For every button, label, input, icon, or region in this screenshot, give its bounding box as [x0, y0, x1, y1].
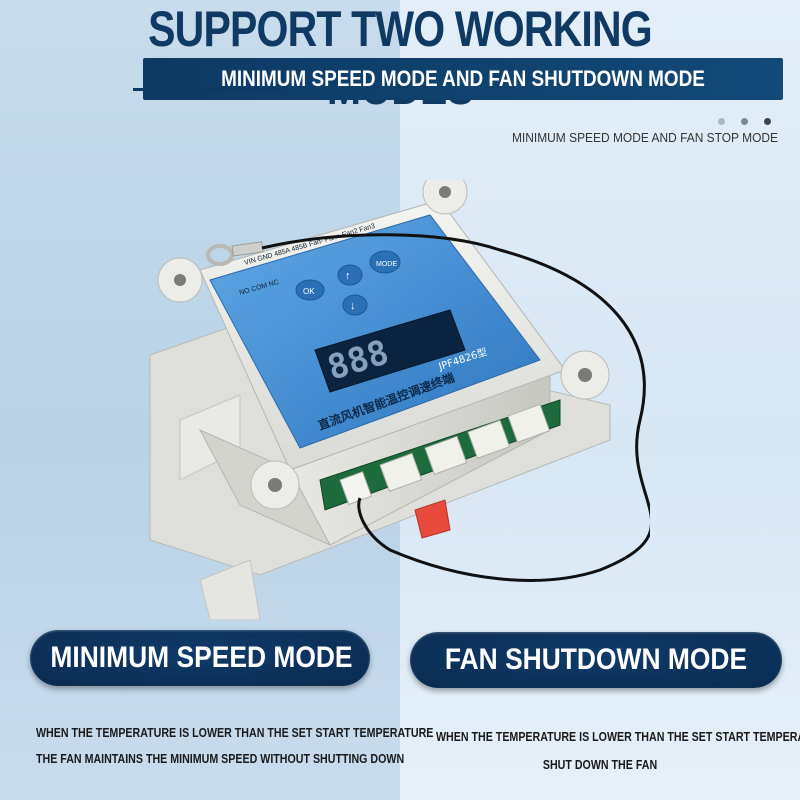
- main-title: SUPPORT TWO WORKING MODES: [148, 1, 653, 115]
- svg-text:↓: ↓: [350, 300, 356, 312]
- minimum-speed-mode-badge: MINIMUM SPEED MODE: [30, 630, 370, 686]
- device-illustration: VIN GND 485A 485B Fan- Fan+ Fan2 Fan3 NO…: [149, 169, 654, 621]
- down-button[interactable]: ↓: [342, 294, 368, 316]
- fan-shutdown-desc-line-2: SHUT DOWN THE FAN: [542, 757, 658, 772]
- connector-3: [467, 419, 511, 459]
- caption-text: MINIMUM SPEED MODE AND FAN STOP MODE: [511, 130, 778, 145]
- subtitle-text: MINIMUM SPEED MODE AND FAN SHUTDOWN MODE: [221, 66, 705, 91]
- din-clip: [414, 499, 451, 539]
- dot-3: [764, 118, 771, 125]
- connector-4: [507, 403, 551, 443]
- fan-shutdown-desc-line-1: WHEN THE TEMPERATURE IS LOWER THAN THE S…: [436, 729, 800, 744]
- minimum-speed-desc-line-1: WHEN THE TEMPERATURE IS LOWER THAN THE S…: [36, 725, 434, 740]
- subtitle-banner: MINIMUM SPEED MODE AND FAN SHUTDOWN MODE: [133, 58, 783, 100]
- minimum-speed-mode-label: MINIMUM SPEED MODE: [50, 641, 353, 674]
- svg-text:OK: OK: [303, 287, 315, 296]
- connector-2: [424, 435, 468, 475]
- dot-1: [718, 118, 725, 125]
- connector-row: [319, 399, 561, 511]
- mode-button[interactable]: MODE: [369, 250, 401, 274]
- minimum-speed-desc-line-2: THE FAN MAINTAINS THE MINIMUM SPEED WITH…: [36, 751, 405, 766]
- ok-button[interactable]: OK: [295, 279, 325, 301]
- fan-shutdown-mode-badge: FAN SHUTDOWN MODE: [410, 632, 782, 688]
- connector-1: [379, 452, 423, 492]
- svg-text:↑: ↑: [345, 270, 351, 282]
- up-button[interactable]: ↑: [337, 264, 363, 286]
- dot-2: [741, 118, 748, 125]
- pagination-dots: [718, 112, 771, 130]
- fan-shutdown-mode-label: FAN SHUTDOWN MODE: [444, 643, 748, 676]
- sensor-cable: [261, 233, 654, 582]
- temperature-controller-device: VIN GND 485A 485B Fan- Fan+ Fan2 Fan3 NO…: [140, 169, 654, 621]
- svg-text:MODE: MODE: [376, 261, 397, 268]
